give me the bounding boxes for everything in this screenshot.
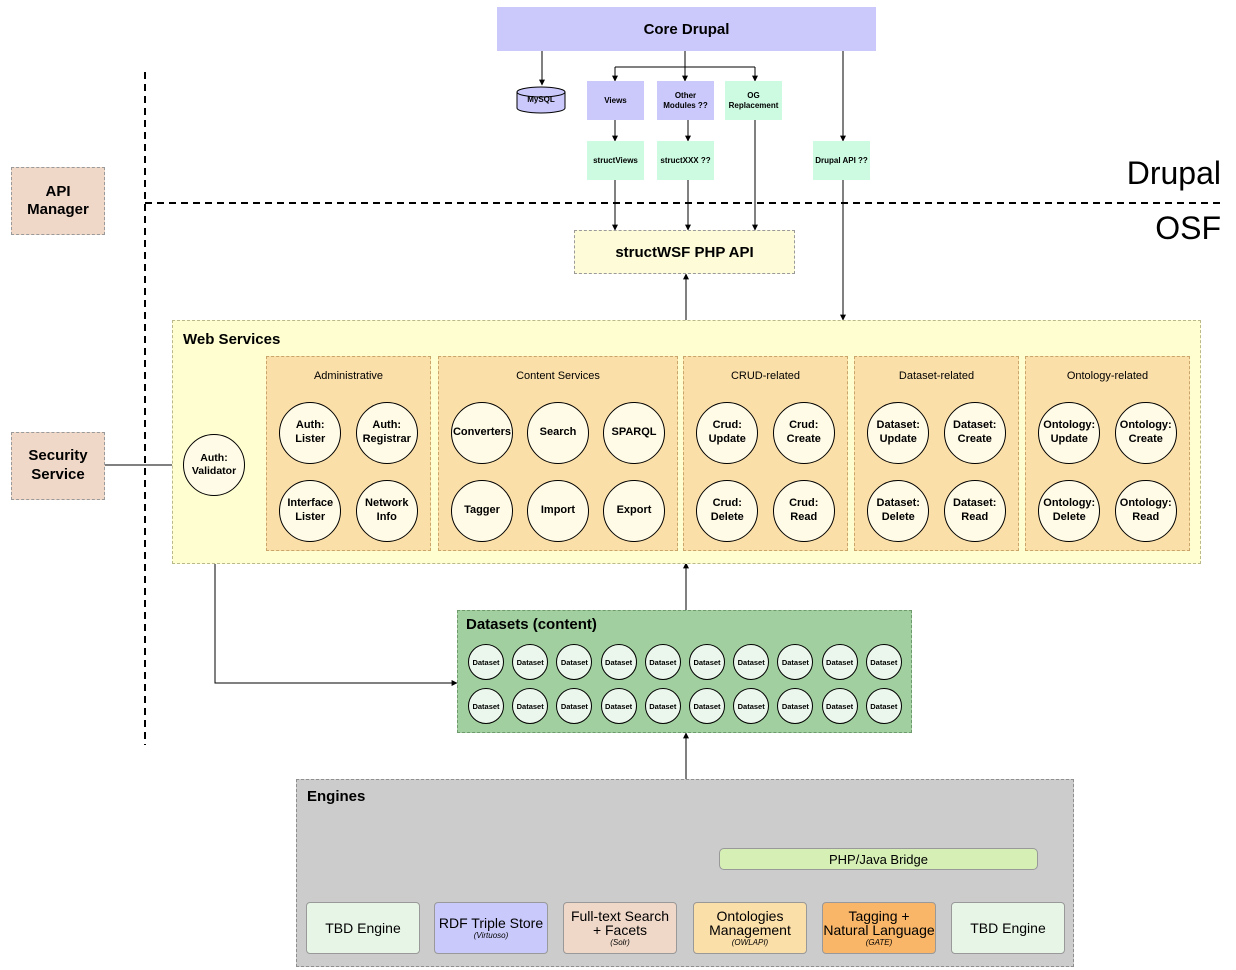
dataset-circle: Dataset [468,644,504,680]
structviews-module: structViews [587,141,644,180]
dataset-circle: Dataset [821,688,858,724]
service-circle: Dataset: Create [943,402,1006,464]
engine-subtitle: (Virtuoso) [473,931,509,940]
dataset-circle: Dataset [689,644,725,680]
service-circle: Import [527,480,589,542]
service-circle: Auth: Registrar [355,402,418,464]
dataset-circle: Dataset [821,644,858,680]
dataset-circle: Dataset [777,688,814,724]
engine-subtitle: (OWLAPI) [731,938,769,947]
engine-name: RDF Triple Store [438,915,544,931]
dataset-circle: Dataset [600,688,637,724]
service-circle: Crud: Update [696,402,759,464]
engine-subtitle: (GATE) [865,938,893,947]
dataset-circle: Dataset [644,688,681,724]
dataset-circle: Dataset [512,644,549,680]
dataset-circle: Dataset [468,688,504,724]
mysql-label: MySQL [527,95,555,104]
engines-title: Engines [307,788,366,805]
service-circle: Ontology: Read [1114,480,1177,542]
engine-box: Ontologies Management(OWLAPI) [693,902,807,954]
service-circle: Auth: Lister [279,402,342,464]
service-circle: SPARQL [603,402,665,464]
dataset-circle: Dataset [689,688,725,724]
api-manager-box: API Manager [11,167,105,235]
zone-label-drupal: Drupal [1126,155,1221,191]
dataset-circle: Dataset [865,644,902,680]
engine-name: TBD Engine [325,920,401,936]
structwsf-php-api-box: structWSF PHP API [574,230,795,274]
service-circle: Converters [451,402,513,464]
engine-name: Tagging + Natural Language [823,908,935,938]
service-circle: Search [527,402,589,464]
service-circle: Ontology: Delete [1038,480,1101,542]
engine-box: TBD Engine [951,902,1065,954]
service-group-title: Content Services [516,370,600,382]
dataset-circle: Dataset [556,644,593,680]
service-circle: Crud: Delete [696,480,759,542]
service-circle: Ontology: Update [1038,402,1101,464]
datasets-title: Datasets (content) [466,616,597,633]
dataset-circle: Dataset [777,644,814,680]
engine-box: Full-text Search + Facets(Solr) [563,902,677,954]
structxxx-module: structXXX ?? [657,141,714,180]
dataset-circle: Dataset [644,644,681,680]
service-circle: Dataset: Read [943,480,1006,542]
dataset-circle: Dataset [512,688,549,724]
dataset-circle: Dataset [733,688,770,724]
dataset-circle: Dataset [600,644,637,680]
zone-label-osf: OSF [1155,210,1221,246]
core-drupal-box: Core Drupal [497,7,876,51]
drupal-api-module: Drupal API ?? [813,141,870,180]
other-modules: Other Modules ?? [657,81,714,120]
security-service-box: Security Service [11,432,105,500]
engine-name: Ontologies Management [709,908,791,938]
engine-subtitle: (Solr) [610,938,630,947]
dataset-circle: Dataset [556,688,593,724]
service-group-title: Ontology-related [1066,370,1149,382]
engine-name: TBD Engine [970,920,1046,936]
service-circle: Export [603,480,665,542]
engine-name: Full-text Search + Facets [570,908,670,938]
service-group-title: Administrative [313,370,384,382]
mysql-database-icon [516,86,566,114]
service-circle: Tagger [451,480,513,542]
engine-box: Tagging + Natural Language(GATE) [822,902,936,954]
service-circle: Crud: Read [772,480,835,542]
engine-box: RDF Triple Store(Virtuoso) [434,902,548,954]
auth-validator-circle: Auth: Validator [183,434,245,496]
service-group-title: CRUD-related [730,370,801,382]
service-circle: Dataset: Update [867,402,930,464]
web-services-title: Web Services [183,331,281,348]
service-circle: Crud: Create [772,402,835,464]
views-module: Views [587,81,644,120]
service-group-title: Dataset-related [898,370,975,382]
engine-box: TBD Engine [306,902,420,954]
service-circle: Interface Lister [279,480,342,542]
service-circle: Ontology: Create [1114,402,1177,464]
engines-panel: Engines [296,779,1074,967]
service-circle: Dataset: Delete [867,480,930,542]
dataset-circle: Dataset [865,688,902,724]
php-java-bridge: PHP/Java Bridge [719,848,1038,870]
og-replacement-module: OG Replacement [725,81,782,120]
service-circle: Network Info [355,480,418,542]
dataset-circle: Dataset [733,644,770,680]
